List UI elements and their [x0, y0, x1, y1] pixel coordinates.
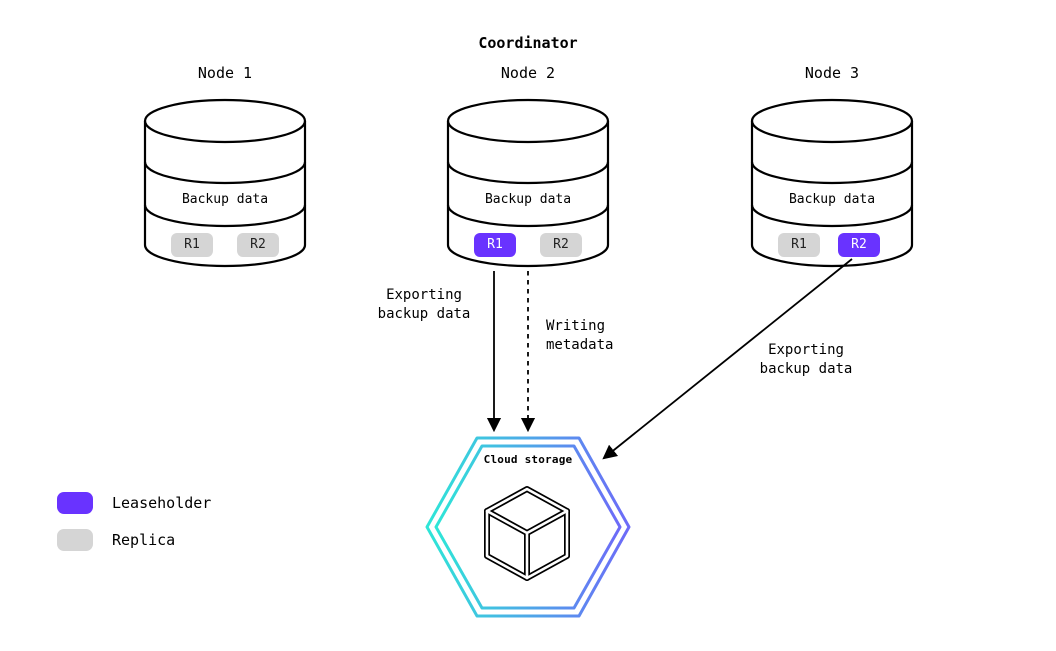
arrow-label-line: Exporting — [768, 342, 844, 358]
node1-backup-data-label: Backup data — [181, 192, 269, 207]
node2-export-arrow-label: Exporting backup data — [350, 286, 498, 324]
node1-label: Node 1 — [197, 64, 253, 82]
node3-replica-r1-badge: R1 — [778, 233, 820, 257]
node2-leaseholder-r1-badge: R1 — [474, 233, 516, 257]
node2-replica-r2-badge: R2 — [540, 233, 582, 257]
node1-database-icon — [143, 98, 307, 268]
node2-metadata-arrow-label: Writing metadata — [546, 317, 696, 355]
cloud-storage-label: Cloud storage — [483, 453, 573, 466]
arrow-label-line: backup data — [377, 306, 471, 322]
node3-export-arrow — [602, 258, 853, 460]
arrow-label-line: metadata — [546, 337, 614, 353]
arrow-label-line: backup data — [759, 361, 853, 377]
node2-database-icon — [446, 98, 610, 268]
node2-backup-data-label: Backup data — [484, 192, 572, 207]
node3-leaseholder-r2-badge: R2 — [838, 233, 880, 257]
node3-export-arrow-label: Exporting backup data — [731, 341, 881, 379]
arrow-label-line: Exporting — [386, 287, 462, 303]
node3-label: Node 3 — [804, 64, 860, 82]
node3-database-icon — [750, 98, 914, 268]
node1-replica-r2-badge: R2 — [237, 233, 279, 257]
replica-swatch — [57, 529, 93, 551]
replica-legend-label: Replica — [112, 531, 176, 549]
cloud-storage-hexagon — [425, 436, 631, 618]
leaseholder-swatch — [57, 492, 93, 514]
node3-backup-data-label: Backup data — [788, 192, 876, 207]
cube-icon — [484, 486, 570, 581]
node1-replica-r1-badge: R1 — [171, 233, 213, 257]
arrow-label-line: Writing — [546, 318, 606, 334]
coordinator-title: Coordinator — [478, 34, 578, 52]
node2-label: Node 2 — [500, 64, 556, 82]
leaseholder-legend-label: Leaseholder — [112, 494, 212, 512]
